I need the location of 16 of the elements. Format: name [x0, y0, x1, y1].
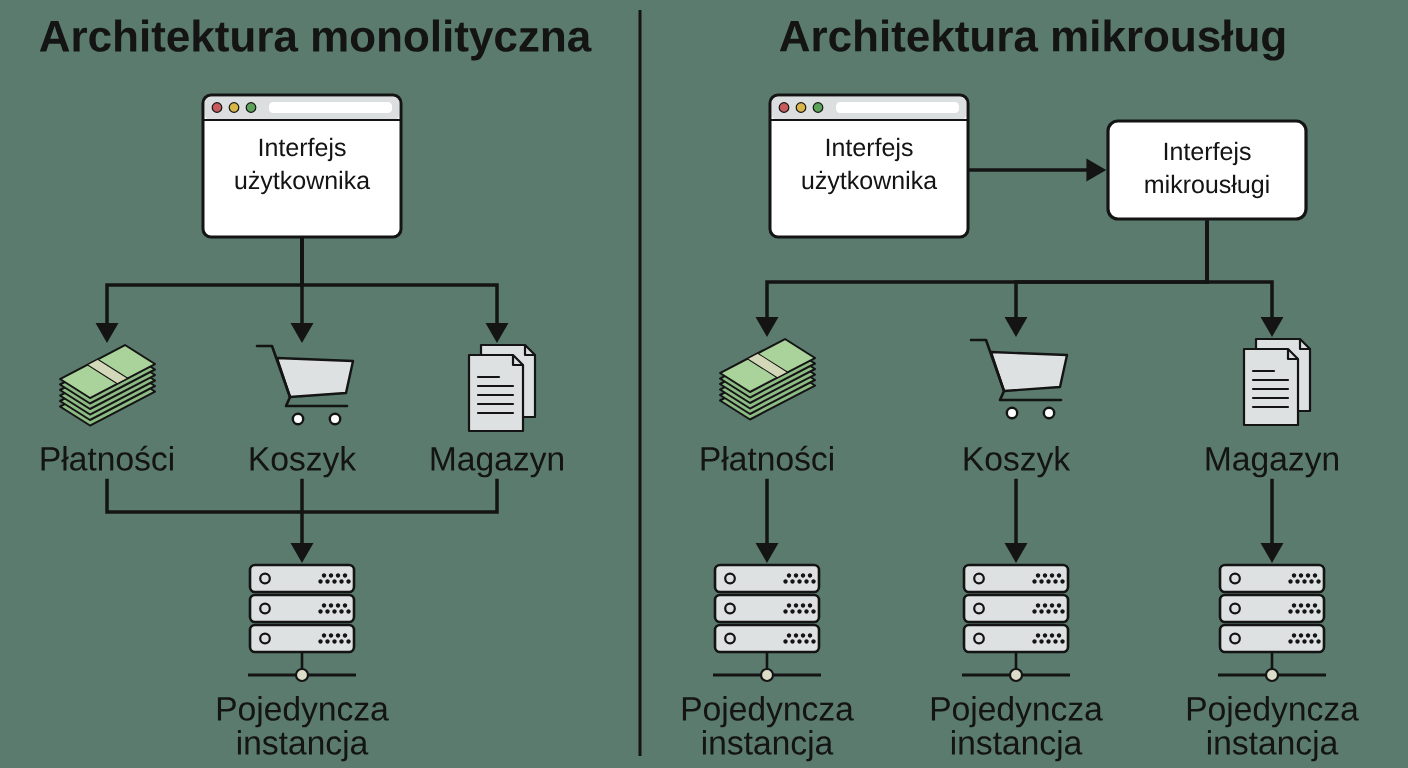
connector-line [105, 478, 302, 514]
connector-line [302, 478, 499, 514]
service-label: Koszyk [964, 446, 1071, 478]
instance-label: Pojedyncza instancja [931, 696, 1103, 762]
service-label: Magazyn [431, 447, 563, 478]
service-label: Koszyk [250, 446, 357, 478]
instance-label: Pojedyncza instancja [217, 696, 389, 762]
service-label: Płatności [41, 445, 173, 471]
interface-box: Interfejs mikrousługi [1106, 119, 1308, 221]
instance-label: Pojedyncza instancja [682, 696, 854, 762]
browser-window: Interfejs użytkownika [201, 93, 403, 239]
section-title: Architektura mikrousług [779, 19, 1285, 61]
instance-label: Pojedyncza instancja [1187, 696, 1359, 762]
service-label: Płatności [701, 445, 833, 471]
browser-window: Interfejs użytkownika [768, 93, 970, 239]
service-label: Magazyn [1206, 447, 1338, 478]
